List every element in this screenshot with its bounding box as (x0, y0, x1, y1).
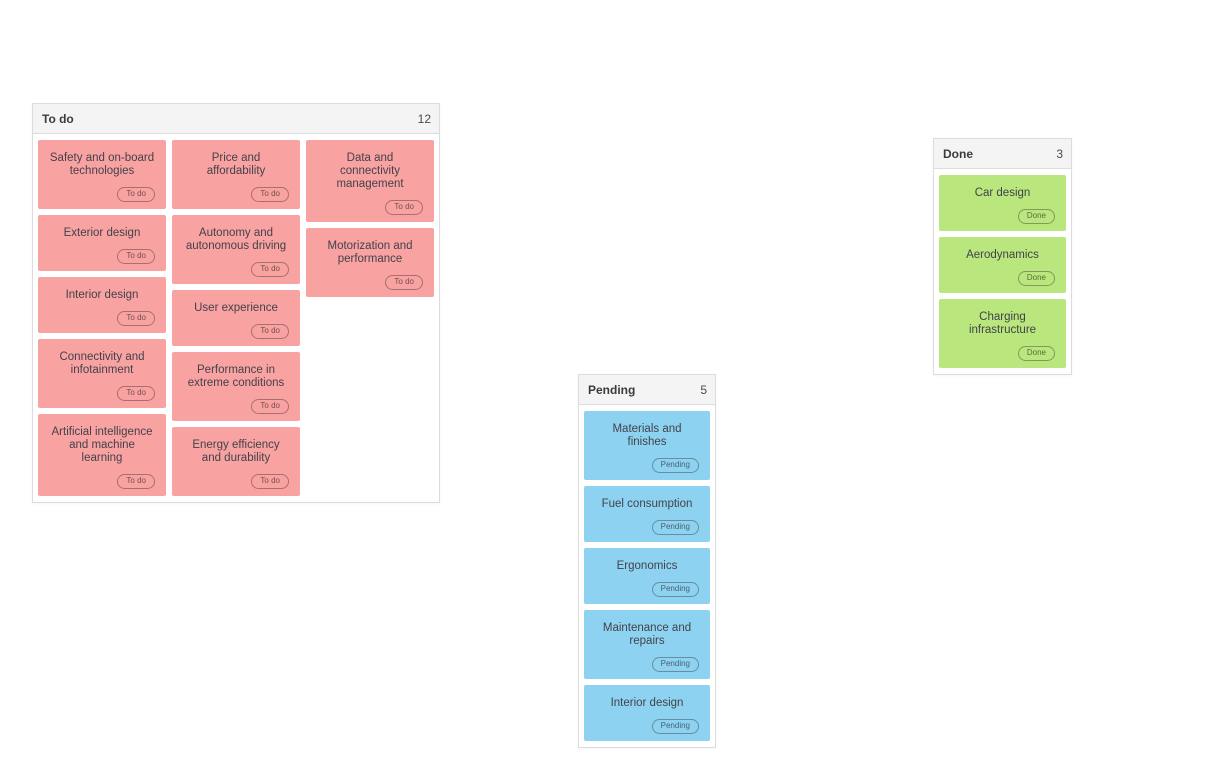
column-header: Done 3 (934, 139, 1071, 169)
card-status-badge: To do (117, 386, 155, 401)
kanban-card[interactable]: Autonomy and autonomous driving To do (172, 215, 300, 284)
card-status-badge: Pending (651, 657, 699, 672)
column-card-count: 5 (700, 382, 707, 397)
kanban-card[interactable]: User experience To do (172, 290, 300, 346)
kanban-column-todo: To do 12 Safety and on-board technologie… (32, 103, 440, 503)
card-title: Data and connectivity management (336, 152, 404, 190)
card-title: Energy efficiency and durability (192, 439, 280, 464)
card-title: Exterior design (63, 227, 141, 239)
column-header: To do 12 (33, 104, 439, 134)
column-header: Pending 5 (579, 375, 715, 405)
card-title: Connectivity and infotainment (59, 351, 145, 376)
column-card-count: 12 (417, 111, 431, 126)
card-status-badge: Pending (651, 582, 699, 597)
card-title: Artificial intelligence and machine lear… (51, 426, 153, 464)
card-status-badge: To do (251, 187, 289, 202)
card-status-badge: To do (385, 275, 423, 290)
card-status-badge: To do (117, 311, 155, 326)
kanban-card[interactable]: Interior design To do (38, 277, 166, 333)
card-title: Ergonomics (616, 560, 678, 572)
kanban-card[interactable]: Artificial intelligence and machine lear… (38, 414, 166, 496)
card-title: Aerodynamics (966, 249, 1039, 261)
kanban-card[interactable]: Performance in extreme conditions To do (172, 352, 300, 421)
card-title: Charging infrastructure (968, 311, 1037, 336)
card-status-badge: To do (117, 187, 155, 202)
card-title: Motorization and performance (327, 240, 413, 265)
card-status-badge: To do (251, 262, 289, 277)
card-status-badge: To do (117, 474, 155, 489)
card-status-badge: To do (251, 474, 289, 489)
card-status-badge: To do (251, 399, 289, 414)
card-status-badge: To do (251, 324, 289, 339)
card-status-badge: To do (385, 200, 423, 215)
kanban-card[interactable]: Connectivity and infotainment To do (38, 339, 166, 408)
card-status-badge: Done (1017, 271, 1055, 286)
card-title: Price and affordability (206, 152, 266, 177)
card-title: Maintenance and repairs (602, 622, 692, 647)
card-title: Performance in extreme conditions (187, 364, 285, 389)
card-title: Fuel consumption (601, 498, 693, 510)
column-title: Pending (588, 382, 636, 397)
kanban-card[interactable]: Data and connectivity management To do (306, 140, 434, 222)
card-title: User experience (194, 302, 278, 314)
column-title: Done (943, 146, 973, 161)
card-title: Car design (974, 187, 1031, 199)
column-title: To do (42, 111, 74, 126)
kanban-card[interactable]: Motorization and performance To do (306, 228, 434, 297)
card-title: Interior design (65, 289, 139, 301)
card-title: Autonomy and autonomous driving (185, 227, 287, 252)
kanban-card[interactable]: Exterior design To do (38, 215, 166, 271)
card-status-badge: Pending (651, 458, 699, 473)
card-status-badge: Pending (651, 520, 699, 535)
kanban-card[interactable]: Safety and on-board technologies To do (38, 140, 166, 209)
card-title: Interior design (610, 697, 684, 709)
card-title: Safety and on-board technologies (49, 152, 155, 177)
kanban-card[interactable]: Price and affordability To do (172, 140, 300, 209)
card-status-badge: Pending (651, 719, 699, 734)
card-status-badge: Done (1017, 209, 1055, 224)
kanban-card[interactable]: Energy efficiency and durability To do (172, 427, 300, 496)
column-card-count: 3 (1056, 146, 1063, 161)
card-status-badge: Done (1017, 346, 1055, 361)
card-status-badge: To do (117, 249, 155, 264)
card-title: Materials and finishes (612, 423, 682, 448)
